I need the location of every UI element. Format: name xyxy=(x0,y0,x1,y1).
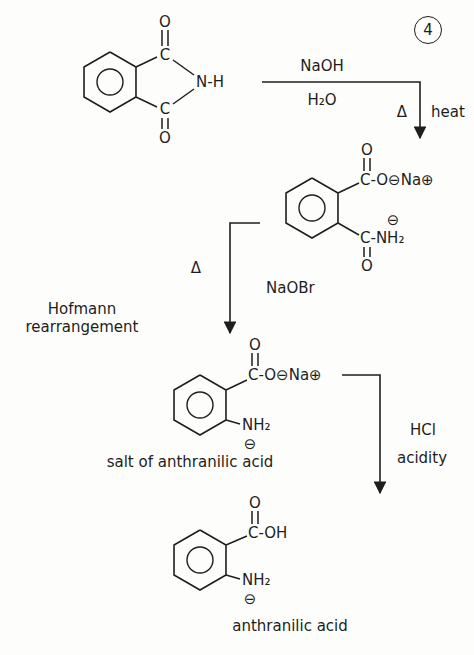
atom-label: N-H xyxy=(196,74,224,91)
bond-line xyxy=(226,420,240,424)
benzene-ring xyxy=(286,178,338,238)
atom-label: NH₂ xyxy=(242,572,271,589)
reaction-arrow xyxy=(262,82,420,138)
bond-line xyxy=(167,118,169,129)
aromatic-circle xyxy=(97,69,123,95)
atom-label: C xyxy=(160,101,170,118)
benzene-ring xyxy=(84,52,136,112)
aromatic-circle xyxy=(187,392,213,418)
atom-label: C xyxy=(160,47,170,64)
atom-label: O xyxy=(249,495,261,512)
bond-line xyxy=(369,158,371,171)
bond-line xyxy=(226,536,247,545)
atom-label: C-NH₂ xyxy=(360,230,404,247)
atom-label: ⊖ xyxy=(244,436,257,453)
molecule-structure: O C-O⊖Na⊕ ⊖C-NH₂ O xyxy=(262,140,467,276)
bond-line xyxy=(136,57,157,67)
reaction-note: heat xyxy=(431,103,465,121)
reagent-label: HCl xyxy=(410,421,436,439)
atom-label: O xyxy=(159,14,171,31)
atom-label: C-O⊖Na⊕ xyxy=(360,172,434,189)
bond-line xyxy=(161,30,163,46)
reaction-note: Δ xyxy=(397,103,407,121)
reaction-arrow xyxy=(342,375,380,493)
bond-line xyxy=(136,97,157,107)
compound-name: anthranilic acid xyxy=(232,617,348,635)
reaction-note: Hofmann rearrangement xyxy=(12,300,152,336)
structure-bonds xyxy=(150,495,400,609)
benzene-ring xyxy=(174,530,226,590)
bond-line xyxy=(257,511,259,524)
reaction-note: acidity xyxy=(397,449,447,467)
compound-name: salt of anthranilic acid xyxy=(107,453,274,471)
molecule-structure: O C-O⊖Na⊕ NH₂ ⊖ xyxy=(150,335,340,454)
bond-line xyxy=(251,353,253,366)
reaction-arrow xyxy=(230,223,260,333)
atom-label: ⊖ xyxy=(387,212,400,229)
atom-label: ⊖ xyxy=(244,591,257,608)
bond-line xyxy=(161,118,163,129)
bond-line xyxy=(257,353,259,366)
structure-bonds xyxy=(262,140,467,276)
reagent-label: NaOH xyxy=(300,57,344,75)
reaction-note: Δ xyxy=(191,259,201,277)
aromatic-circle xyxy=(299,195,325,221)
molecule-structure: O C-OH NH₂ ⊖ xyxy=(150,495,400,609)
bond-line xyxy=(251,511,253,524)
bond-line xyxy=(226,575,240,579)
atom-label: NH₂ xyxy=(242,417,271,434)
bond-line xyxy=(369,247,371,257)
aromatic-circle xyxy=(187,547,213,573)
reagent-label: NaOBr xyxy=(266,279,315,297)
atom-label: C-OH xyxy=(248,525,287,542)
bond-line xyxy=(226,380,247,390)
bond-line xyxy=(167,30,169,46)
atom-label: O xyxy=(159,130,171,147)
atom-label: O xyxy=(361,142,373,159)
benzene-ring xyxy=(174,375,226,435)
bond-line xyxy=(173,89,194,104)
bond-line xyxy=(338,223,359,235)
bond-line xyxy=(363,247,365,257)
page-number: 4 xyxy=(414,16,442,44)
atom-label: O xyxy=(249,337,261,354)
bond-line xyxy=(173,60,194,75)
reaction-note: H₂O xyxy=(307,91,336,109)
atom-label: C-O⊖Na⊕ xyxy=(248,367,322,384)
molecule-structure: OCN-HCO xyxy=(60,10,260,150)
bond-line xyxy=(338,183,359,193)
atom-label: O xyxy=(361,258,373,275)
bond-line xyxy=(363,158,365,171)
